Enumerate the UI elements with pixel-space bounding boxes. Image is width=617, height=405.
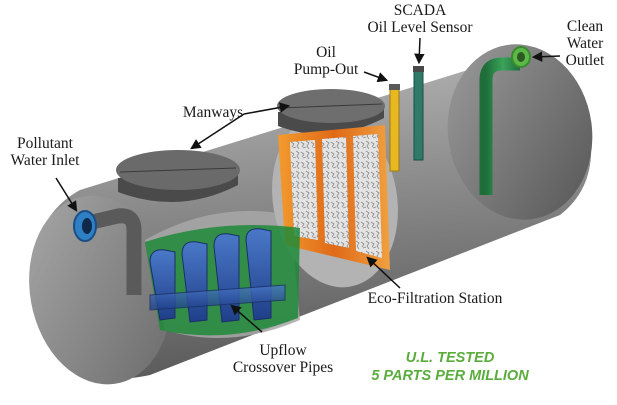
scada-label-line2: Oil Level Sensor: [360, 19, 480, 36]
eco-text: Eco-Filtration Station: [345, 290, 525, 307]
pollutant-label-line2: Water Inlet: [0, 152, 90, 169]
scada-label: SCADA Oil Level Sensor: [360, 2, 480, 36]
scada-sensor-pipe: [414, 68, 423, 160]
badge-line2: 5 PARTS PER MILLION: [355, 367, 545, 385]
scada-label-line1: SCADA: [360, 2, 480, 19]
clean-label-line3: Outlet: [555, 52, 615, 69]
pollutant-inlet-label: Pollutant Water Inlet: [0, 135, 90, 169]
upflow-label-line2: Crossover Pipes: [218, 359, 348, 376]
upflow-label-line1: Upflow: [218, 342, 348, 359]
ul-tested-badge: U.L. TESTED 5 PARTS PER MILLION: [355, 349, 545, 385]
badge-line1: U.L. TESTED: [355, 349, 545, 367]
clean-label-line2: Water: [555, 35, 615, 52]
eco-filtration-label: Eco-Filtration Station: [345, 290, 525, 307]
pollutant-label-line1: Pollutant: [0, 135, 90, 152]
oil-label-line1: Oil: [284, 44, 368, 61]
oil-pumpout-label: Oil Pump-Out: [284, 44, 368, 78]
manways-text: Manways: [178, 104, 248, 121]
clean-water-outlet-label: Clean Water Outlet: [555, 18, 615, 69]
oil-label-line2: Pump-Out: [284, 61, 368, 78]
scada-leader: [419, 38, 420, 62]
manways-label: Manways: [178, 104, 248, 121]
oil-pumpout-pipe: [390, 86, 399, 171]
upflow-pipes-label: Upflow Crossover Pipes: [218, 342, 348, 376]
clean-label-line1: Clean: [555, 18, 615, 35]
